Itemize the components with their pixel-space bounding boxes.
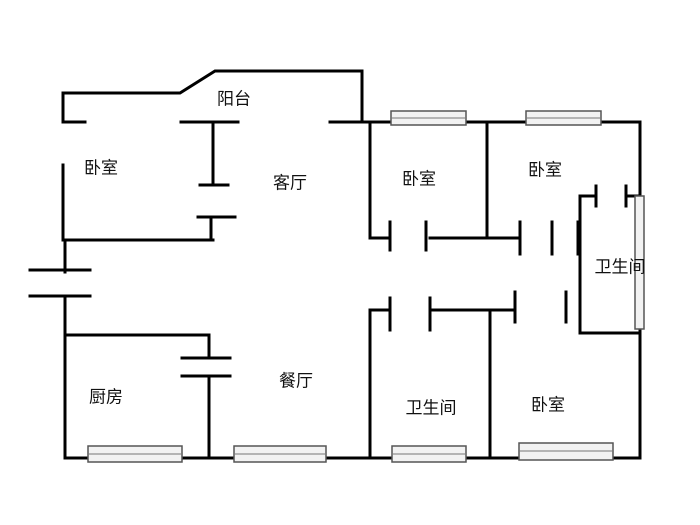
room-label-balcony: 阳台 [217, 89, 251, 110]
door-jambs [388, 184, 628, 332]
room-label-bedroom-right: 卧室 [528, 160, 562, 181]
windows [87, 110, 645, 463]
room-label-dining-room: 餐厅 [279, 371, 313, 392]
room-label-bedroom-mid: 卧室 [402, 169, 436, 190]
room-label-bedroom-bottom: 卧室 [531, 395, 565, 416]
interior-walls [66, 120, 642, 460]
room-label-bathroom-bottom: 卫生间 [405, 398, 457, 419]
room-label-bathroom-right: 卫生间 [594, 257, 646, 278]
room-label-bedroom-topleft: 卧室 [84, 158, 118, 179]
room-label-living-room: 客厅 [273, 173, 307, 194]
room-label-kitchen: 厨房 [89, 387, 123, 408]
